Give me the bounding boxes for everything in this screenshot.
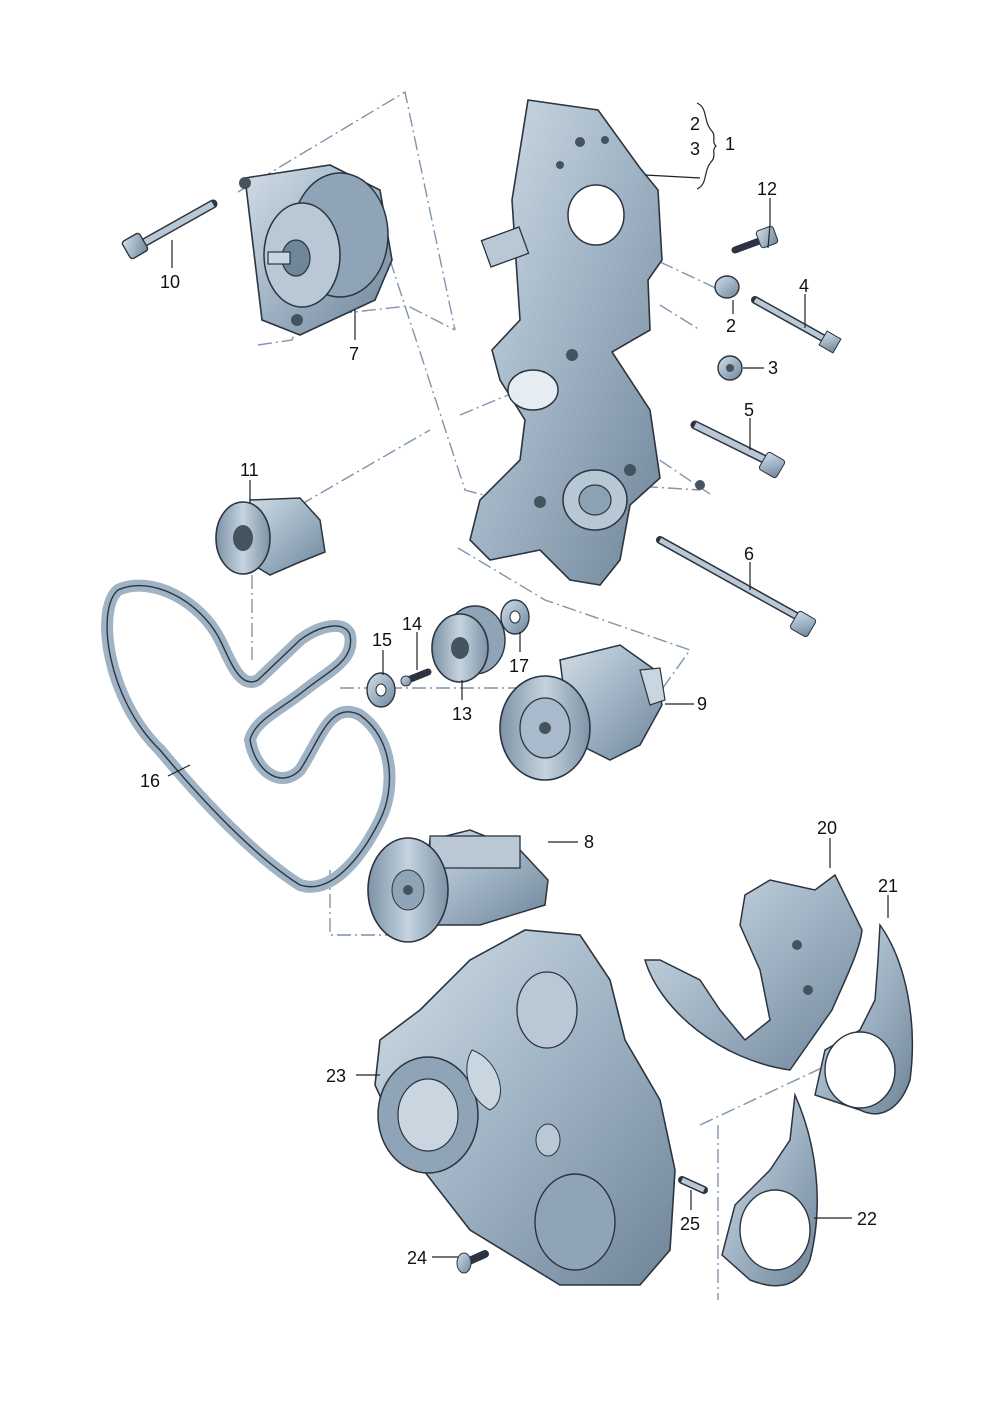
callout-2-top: 2 (690, 114, 700, 134)
bolt-4 (751, 296, 842, 354)
bolt-10 (121, 199, 218, 260)
idler-pulley (431, 605, 506, 683)
callout-24: 24 (407, 1248, 427, 1268)
timing-belt-cover (374, 929, 676, 1286)
washer-17 (500, 599, 530, 635)
nut-3 (717, 355, 743, 381)
callout-4: 4 (799, 276, 809, 296)
bolt-5 (690, 420, 786, 479)
callout-3: 3 (768, 358, 778, 378)
rear-cover-20 (643, 873, 863, 1071)
lower-cover-22 (721, 1092, 818, 1287)
callout-5: 5 (744, 400, 754, 420)
power-steering-pump (499, 644, 666, 781)
callout-14: 14 (402, 614, 422, 634)
callout-9: 9 (697, 694, 707, 714)
bolt-6 (656, 536, 817, 638)
callout-15: 15 (372, 630, 392, 650)
callout-16: 16 (140, 771, 160, 791)
bolt-14 (400, 668, 432, 687)
alternator (239, 164, 393, 336)
callout-3-top: 3 (690, 139, 700, 159)
callout-8: 8 (584, 832, 594, 852)
bolt-12 (731, 225, 779, 254)
callout-22: 22 (857, 1209, 877, 1229)
upper-cover-21 (814, 922, 914, 1115)
main-bracket (469, 99, 705, 586)
callout-labels: 1 2 3 2 3 4 5 6 7 8 9 10 11 12 13 14 15 … (140, 114, 898, 1268)
callout-10: 10 (160, 272, 180, 292)
callout-20: 20 (817, 818, 837, 838)
callout-1: 1 (725, 134, 735, 154)
callout-21: 21 (878, 876, 898, 896)
callout-7: 7 (349, 344, 359, 364)
tensioner (215, 497, 326, 576)
washer-15 (366, 672, 396, 708)
callout-13: 13 (452, 704, 472, 724)
callout-12: 12 (757, 179, 777, 199)
callout-17: 17 (509, 656, 529, 676)
callout-11: 11 (240, 460, 259, 480)
callout-2: 2 (726, 316, 736, 336)
callout-6: 6 (744, 544, 754, 564)
bushing-2 (714, 275, 740, 299)
callout-25: 25 (680, 1214, 700, 1234)
dowel-25 (678, 1176, 708, 1194)
ribbed-belt (101, 579, 396, 893)
callout-23: 23 (326, 1066, 346, 1086)
ac-compressor (367, 829, 549, 943)
bolt-24 (456, 1250, 489, 1274)
leader-lines (167, 102, 889, 1258)
